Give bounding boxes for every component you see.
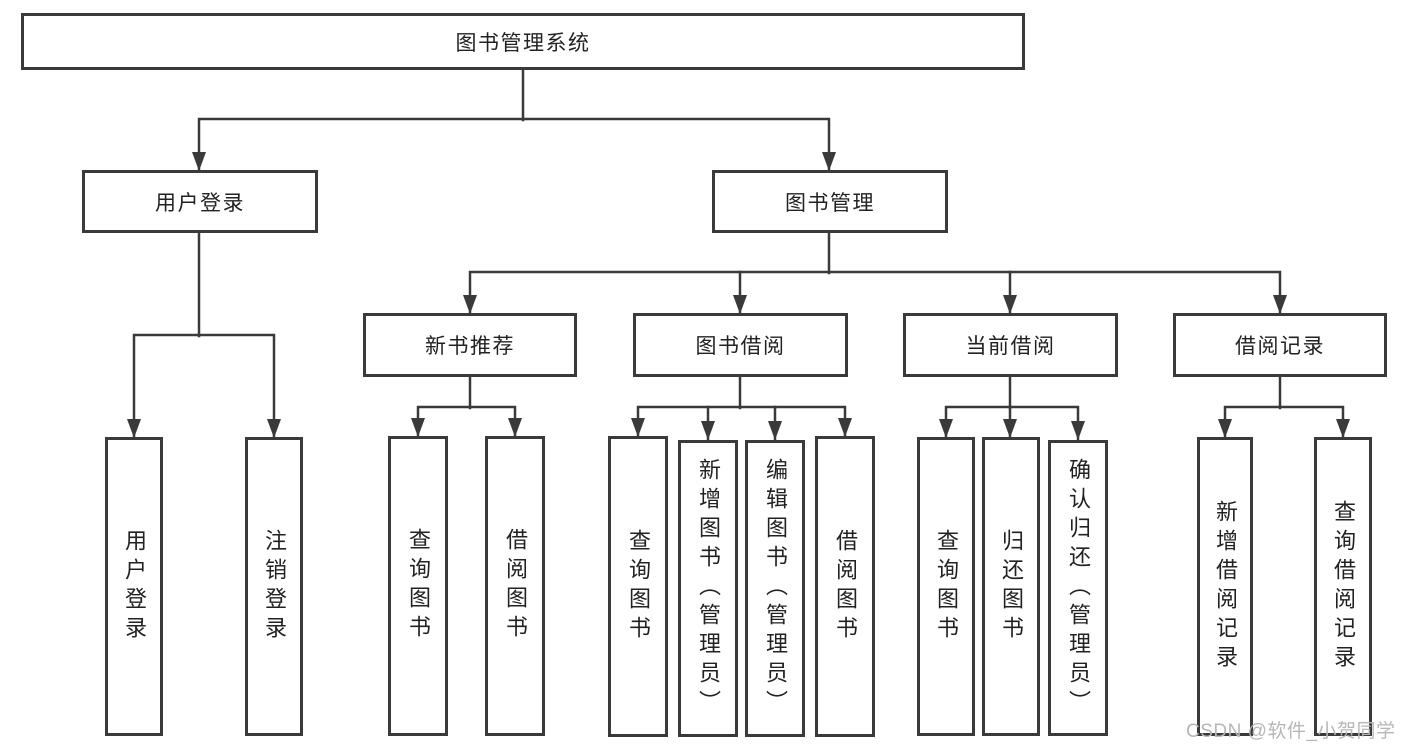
leaf-current-confirm-return-admin: 确认归还（管理员） xyxy=(1048,440,1108,736)
node-label: 图书管理系统 xyxy=(455,31,591,55)
leaf-label: 借阅图书 xyxy=(833,528,858,645)
leaf-label: 新增借阅记录 xyxy=(1213,499,1238,674)
node-borrow-records: 借阅记录 xyxy=(1173,313,1387,377)
leaf-logout: 注销登录 xyxy=(245,437,303,736)
node-book-management: 图书管理 xyxy=(712,170,948,233)
leaf-label: 查询借阅记录 xyxy=(1331,499,1356,674)
leaf-label: 编辑图书（管理员） xyxy=(763,458,788,719)
leaf-label: 借阅图书 xyxy=(503,528,528,644)
leaf-current-return-books: 归还图书 xyxy=(982,437,1040,736)
leaf-record-query: 查询借阅记录 xyxy=(1314,437,1372,736)
leaf-user-login: 用户登录 xyxy=(105,437,163,736)
node-label: 图书管理 xyxy=(785,191,875,215)
leaf-label: 新增图书（管理员） xyxy=(696,458,721,719)
node-current-borrow: 当前借阅 xyxy=(903,313,1118,377)
leaf-borrow-add-books-admin: 新增图书（管理员） xyxy=(678,440,738,737)
node-label: 图书借阅 xyxy=(695,335,786,358)
node-library-management-system: 图书管理系统 xyxy=(21,13,1025,70)
leaf-label: 用户登录 xyxy=(122,528,147,645)
leaf-borrow-query-books: 查询图书 xyxy=(608,436,668,737)
leaf-record-add: 新增借阅记录 xyxy=(1197,437,1253,736)
node-book-borrow: 图书借阅 xyxy=(633,313,848,377)
csdn-watermark: CSDN @软件_小贺同学 xyxy=(1186,721,1396,742)
node-label: 用户登录 xyxy=(155,191,245,215)
leaf-borrow-edit-books-admin: 编辑图书（管理员） xyxy=(745,440,805,737)
leaf-label: 查询图书 xyxy=(934,528,959,645)
node-user-login: 用户登录 xyxy=(82,170,318,233)
leaf-label: 查询图书 xyxy=(626,528,651,645)
node-label: 新书推荐 xyxy=(425,335,515,358)
leaf-current-query-books: 查询图书 xyxy=(917,437,975,736)
leaf-label: 归还图书 xyxy=(999,528,1024,645)
leaf-label: 查询图书 xyxy=(406,528,431,644)
node-label: 借阅记录 xyxy=(1235,335,1325,358)
leaf-label: 注销登录 xyxy=(262,528,287,645)
leaf-borrow-lend-books: 借阅图书 xyxy=(815,436,875,737)
node-label: 当前借阅 xyxy=(965,335,1056,358)
node-new-book-recommend: 新书推荐 xyxy=(363,313,577,377)
leaf-newbook-borrow-books: 借阅图书 xyxy=(485,436,545,736)
leaf-newbook-query-books: 查询图书 xyxy=(388,436,448,736)
leaf-label: 确认归还（管理员） xyxy=(1066,457,1091,719)
